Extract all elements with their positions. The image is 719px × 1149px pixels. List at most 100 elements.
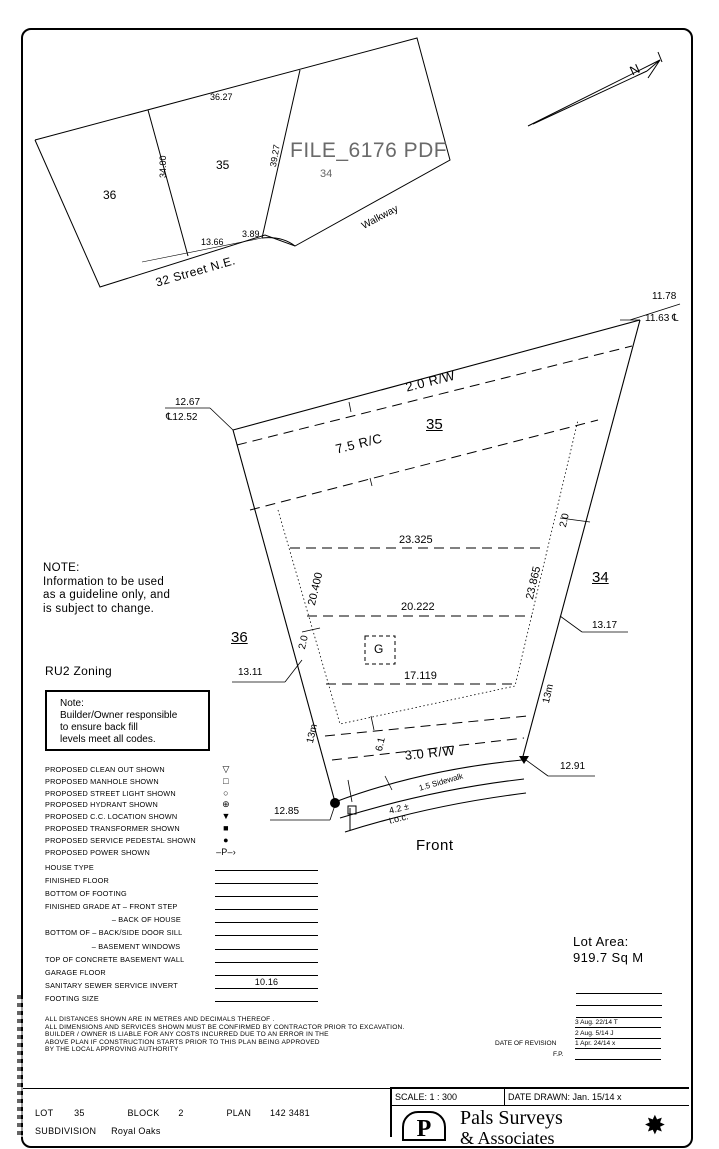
legend-label: PROPOSED C.C. LOCATION SHOWN	[45, 812, 178, 822]
company-name: Pals Surveys	[460, 1107, 563, 1129]
date-drawn-box: DATE DRAWN: Jan. 15/14 x	[505, 1089, 689, 1106]
elevation-label: – BASEMENT WINDOWS	[45, 941, 181, 951]
note-line-2: as a guideline only, and	[43, 589, 171, 601]
elevation-label: FINISHED GRADE AT – FRONT STEP	[45, 902, 178, 912]
revision-item: 2 Aug. 5/14 J	[575, 1029, 661, 1039]
subdivision-label: SUBDIVISION	[35, 1126, 97, 1136]
disclaimer-line: BUILDER / OWNER IS LIABLE FOR ANY COSTS …	[45, 1031, 329, 1039]
note-line-3: is subject to change.	[43, 602, 155, 615]
plan-label: PLAN	[226, 1108, 252, 1118]
site-lot-36: 36	[231, 629, 248, 646]
elevation-row: GARAGE FLOOR	[45, 966, 335, 979]
dim-17119: 17.119	[404, 670, 437, 682]
scale-box: SCALE: 1 : 300	[392, 1089, 505, 1106]
disclaimer-line: BY THE LOCAL APPROVING AUTHORITY	[45, 1046, 179, 1054]
elevation-label: – BACK OF HOUSE	[45, 915, 181, 925]
builder-note-line-2: to ensure back fill	[60, 722, 138, 733]
elevation-row: TOP OF CONCRETE BASEMENT WALL	[45, 953, 335, 966]
legend-row: PROPOSED MANHOLE SHOWN□	[45, 776, 260, 788]
builder-note-box: Note: Builder/Owner responsible to ensur…	[45, 690, 210, 751]
transformer-icon: ■	[223, 822, 229, 833]
key-lot-35: 35	[216, 158, 230, 172]
key-plan	[34, 37, 451, 288]
scan-edge-marks	[17, 995, 23, 1137]
maple-leaf-icon: ✸	[644, 1110, 666, 1140]
general-note: NOTE: Information to be used as a guidel…	[43, 562, 170, 616]
elevation-label: TOP OF CONCRETE BASEMENT WALL	[45, 954, 185, 964]
drawing-sheet	[21, 28, 693, 1148]
cc-location-icon: ▼	[221, 811, 231, 822]
key-dim-top: 36.27	[210, 92, 233, 102]
service-pedestal-marker	[330, 798, 340, 808]
disclaimer: ALL DISTANCES SHOWN ARE IN METRES AND DE…	[45, 1016, 405, 1054]
builder-note-title: Note:	[60, 698, 84, 709]
hydrant-icon: ⊕	[222, 799, 230, 810]
legend-label: PROPOSED POWER SHOWN	[45, 847, 150, 857]
disclaimer-line: ALL DIMENSIONS AND SERVICES SHOWN MUST B…	[45, 1023, 405, 1031]
elevation-row: BOTTOM OF – BACK/SIDE DOOR SILL	[45, 926, 335, 939]
disclaimer-line: ABOVE PLAN IF CONSTRUCTION STARTS PRIOR …	[45, 1038, 320, 1046]
elev-right: 13.17	[592, 620, 618, 631]
clean-out-icon: ▽	[222, 764, 230, 774]
lot-area-value: 919.7 Sq M	[573, 950, 644, 965]
legend-label: PROPOSED HYDRANT SHOWN	[45, 800, 158, 810]
symbol-legend: PROPOSED CLEAN OUT SHOWN ▽ PROPOSED MANHO…	[45, 764, 260, 858]
elevation-row: – BASEMENT WINDOWS	[45, 940, 335, 953]
elev-front-left: 12.85	[274, 806, 300, 817]
legend-label: PROPOSED TRANSFORMER SHOWN	[45, 823, 180, 833]
power-marker	[347, 805, 357, 830]
elev-front-right: 12.91	[560, 761, 586, 772]
elevation-row: – BACK OF HOUSE	[45, 913, 335, 926]
note-title: NOTE:	[43, 562, 80, 574]
footer-divider	[21, 1088, 390, 1089]
lot-label: LOT	[35, 1108, 54, 1118]
key-dim-side-35: 34.00	[158, 155, 168, 178]
legend-row: PROPOSED STREET LIGHT SHOWN○	[45, 788, 260, 800]
street-light-icon: ○	[223, 787, 229, 798]
power-icon: –P–›	[216, 846, 236, 857]
key-dim-front-a: 13.66	[201, 237, 224, 247]
elevation-value: 10.16	[254, 976, 279, 987]
blank-lines	[576, 982, 662, 1018]
legend-row: PROPOSED HYDRANT SHOWN ⊕	[45, 799, 260, 811]
legend-label: PROPOSED SERVICE PEDESTAL SHOWN	[45, 835, 196, 845]
elevation-label: FINISHED FLOOR	[45, 876, 110, 886]
file-watermark: FILE_6176 PDF	[290, 139, 448, 162]
manhole-icon: □	[223, 775, 229, 786]
easement-lines	[236, 345, 633, 761]
footer-lot-info: LOT 35 BLOCK 2 PLAN 142 3481 SUBDIVISION…	[35, 1104, 310, 1140]
elev-top-left-1: 12.67	[175, 397, 201, 408]
garage-box	[364, 635, 396, 665]
cc-location-marker	[519, 756, 529, 764]
legend-row: PROPOSED POWER SHOWN –P–›	[45, 847, 260, 859]
plan-value: 142 3481	[269, 1108, 310, 1118]
dim-23325: 23.325	[399, 534, 433, 546]
service-pedestal-icon: ●	[223, 834, 229, 845]
legend-label: PROPOSED CLEAN OUT SHOWN	[45, 765, 165, 774]
company-name-2: & Associates	[460, 1128, 555, 1148]
elevation-label: FOOTING SIZE	[45, 993, 99, 1003]
elevation-row: BOTTOM OF FOOTING	[45, 887, 335, 900]
key-lot-34: 34	[320, 168, 333, 180]
lot-area-label: Lot Area:	[573, 934, 629, 949]
builder-note-line-1: Builder/Owner responsible	[60, 710, 178, 721]
legend-row: PROPOSED CLEAN OUT SHOWN ▽	[45, 764, 260, 776]
elev-left: 13.11	[238, 667, 263, 678]
elevation-label: GARAGE FLOOR	[45, 967, 106, 977]
revision-label: DATE OF REVISION	[495, 1040, 557, 1047]
legend-row: PROPOSED SERVICE PEDESTAL SHOWN ●	[45, 835, 260, 847]
disclaimer-line: ALL DISTANCES SHOWN ARE IN METRES AND DE…	[45, 1016, 275, 1023]
revision-item: 3 Aug. 22/14 T	[575, 1018, 661, 1028]
elev-top-left-2: ℄12.52	[166, 412, 198, 423]
revision-item: 1 Apr. 24/14 x	[575, 1039, 661, 1049]
dim-20222: 20.222	[401, 601, 435, 613]
building-envelope	[277, 419, 579, 725]
elevation-label: BOTTOM OF FOOTING	[45, 889, 127, 899]
garage-label: G	[374, 642, 384, 656]
elevation-label: BOTTOM OF – BACK/SIDE DOOR SILL	[45, 928, 183, 938]
leader-lines	[165, 303, 681, 821]
lot-area: Lot Area: 919.7 Sq M	[573, 934, 644, 966]
elevation-row: FINISHED GRADE AT – FRONT STEP	[45, 900, 335, 913]
subdivision-value: Royal Oaks	[111, 1126, 161, 1136]
